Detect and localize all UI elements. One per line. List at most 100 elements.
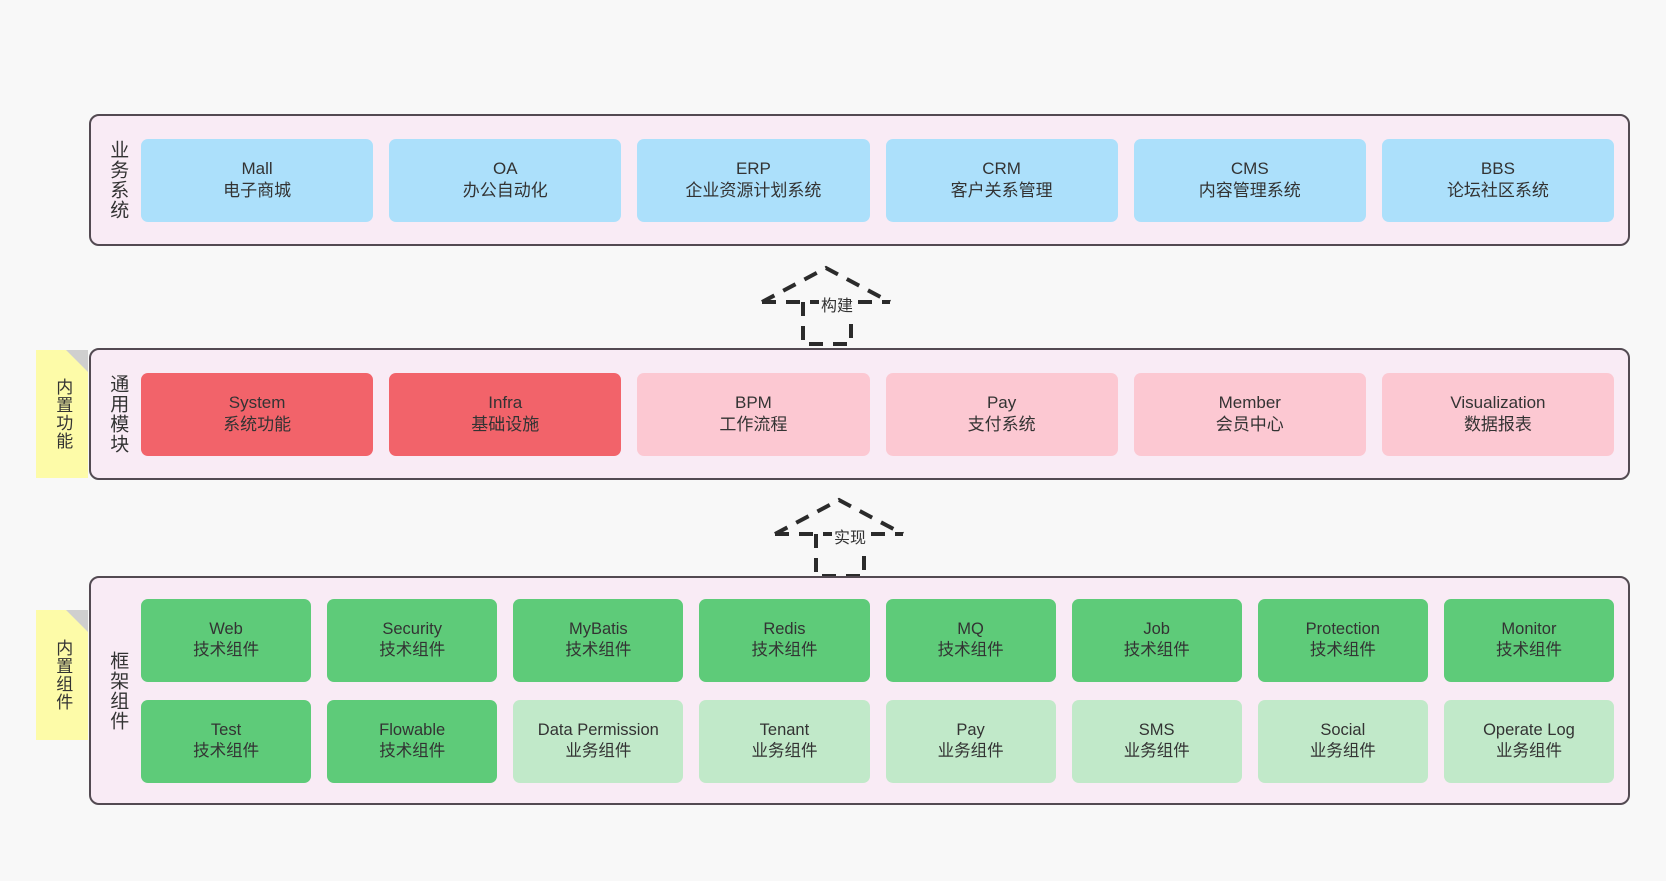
cell-operate-log[interactable]: Operate Log 业务组件 — [1443, 699, 1614, 783]
cell-security[interactable]: Security 技术组件 — [327, 598, 498, 682]
cell-title-en: SMS — [1138, 720, 1175, 739]
cell-sms[interactable]: SMS 业务组件 — [1071, 699, 1242, 783]
cell-title-en: Tenant — [759, 720, 810, 739]
cell-tenant[interactable]: Tenant 业务组件 — [699, 699, 870, 783]
cell-title-cn: 技术组件 — [1495, 641, 1562, 659]
sticky-note-built-in-components: 内置组件 — [36, 610, 88, 740]
cell-title-en: Social — [1320, 720, 1366, 739]
cell-title-cn: 技术组件 — [379, 641, 446, 659]
cell-row: System 系统功能 Infra 基础设施 BPM 工作流程 Pay 支付系统… — [141, 372, 1615, 456]
cell-title-en: MQ — [957, 619, 984, 638]
cell-title-en: ERP — [735, 159, 771, 179]
cell-title-en: Flowable — [379, 720, 446, 739]
cell-infra[interactable]: Infra 基础设施 — [389, 372, 622, 456]
cell-title-en: Test — [210, 720, 242, 739]
cell-bbs[interactable]: BBS 论坛社区系统 — [1381, 138, 1615, 222]
cell-mybatis[interactable]: MyBatis 技术组件 — [513, 598, 684, 682]
cell-title-en: Protection — [1305, 619, 1380, 638]
layer-title-business-systems: 业务系统 — [107, 140, 129, 220]
cell-title-en: Infra — [488, 393, 523, 413]
cell-title-cn: 业务组件 — [1123, 742, 1190, 760]
cell-cms[interactable]: CMS 内容管理系统 — [1133, 138, 1366, 222]
cell-title-cn: 支付系统 — [967, 415, 1036, 434]
cell-title-cn: 业务组件 — [565, 742, 632, 760]
cell-visualization[interactable]: Visualization 数据报表 — [1381, 372, 1615, 456]
folded-corner-icon — [66, 610, 88, 632]
layer-title-common-modules: 通用模块 — [107, 374, 129, 454]
cell-title-cn: 业务组件 — [1309, 742, 1376, 760]
cell-title-en: Pay — [986, 393, 1017, 413]
cell-title-cn: 技术组件 — [1123, 641, 1190, 659]
cell-oa[interactable]: OA 办公自动化 — [389, 138, 622, 222]
cell-flowable[interactable]: Flowable 技术组件 — [327, 699, 498, 783]
cell-job[interactable]: Job 技术组件 — [1071, 598, 1242, 682]
cell-title-en: Monitor — [1501, 619, 1557, 638]
cell-title-en: Security — [382, 619, 442, 638]
cell-monitor[interactable]: Monitor 技术组件 — [1443, 598, 1614, 682]
cell-title-cn: 客户关系管理 — [950, 181, 1053, 200]
cell-title-cn: 论坛社区系统 — [1446, 181, 1549, 200]
sticky-note-built-in-features: 内置功能 — [36, 350, 88, 478]
cell-crm[interactable]: CRM 客户关系管理 — [885, 138, 1118, 222]
sticky-note-label: 内置功能 — [53, 378, 73, 450]
dashed-generalization-arrow-icon — [774, 497, 904, 578]
cell-title-cn: 数据报表 — [1463, 415, 1532, 434]
folded-corner-icon — [66, 350, 88, 372]
cell-row: Mall 电子商城 OA 办公自动化 ERP 企业资源计划系统 CRM 客户关系… — [141, 138, 1615, 222]
cell-title-en: Data Permission — [537, 720, 659, 739]
cell-title-en: OA — [492, 159, 518, 179]
cell-title-cn: 技术组件 — [1309, 641, 1376, 659]
cell-title-en: CRM — [982, 159, 1021, 179]
layer-cells-common-modules: System 系统功能 Infra 基础设施 BPM 工作流程 Pay 支付系统… — [137, 350, 1628, 478]
cell-pay-business[interactable]: Pay 业务组件 — [885, 699, 1056, 783]
cell-erp[interactable]: ERP 企业资源计划系统 — [637, 138, 870, 222]
cell-title-cn: 电子商城 — [223, 181, 292, 200]
cell-title-en: Mall — [241, 159, 273, 179]
cell-title-en: Operate Log — [1483, 720, 1575, 739]
cell-title-en: MyBatis — [568, 619, 628, 638]
cell-title-en: Visualization — [1450, 393, 1546, 413]
layer-business-systems: 业务系统 Mall 电子商城 OA 办公自动化 ERP 企业资源计划系统 CRM… — [89, 114, 1630, 246]
arrow-label-build: 构建 — [819, 292, 856, 316]
cell-mq[interactable]: MQ 技术组件 — [885, 598, 1056, 682]
cell-title-en: Member — [1218, 393, 1281, 413]
cell-title-cn: 技术组件 — [193, 742, 260, 760]
cell-title-en: Pay — [956, 720, 985, 739]
cell-data-permission[interactable]: Data Permission 业务组件 — [513, 699, 684, 783]
cell-title-cn: 业务组件 — [1495, 742, 1562, 760]
cell-system[interactable]: System 系统功能 — [141, 372, 374, 456]
cell-title-en: Web — [209, 619, 243, 638]
cell-title-cn: 技术组件 — [565, 641, 632, 659]
cell-social[interactable]: Social 业务组件 — [1257, 699, 1428, 783]
dashed-generalization-arrow-icon — [761, 265, 891, 346]
cell-title-cn: 企业资源计划系统 — [685, 181, 822, 200]
cell-title-cn: 技术组件 — [937, 641, 1004, 659]
cell-mall[interactable]: Mall 电子商城 — [141, 138, 374, 222]
cell-redis[interactable]: Redis 技术组件 — [699, 598, 870, 682]
cell-pay[interactable]: Pay 支付系统 — [885, 372, 1118, 456]
cell-bpm[interactable]: BPM 工作流程 — [637, 372, 870, 456]
cell-web[interactable]: Web 技术组件 — [141, 598, 312, 682]
arrow-label-implement: 实现 — [832, 524, 869, 548]
cell-title-en: Redis — [763, 619, 806, 638]
cell-title-en: System — [228, 393, 286, 413]
layer-common-modules: 通用模块 System 系统功能 Infra 基础设施 BPM 工作流程 Pay… — [89, 348, 1630, 480]
cell-title-cn: 技术组件 — [379, 742, 446, 760]
cell-test[interactable]: Test 技术组件 — [141, 699, 312, 783]
cell-member[interactable]: Member 会员中心 — [1133, 372, 1366, 456]
arrow-implement: 实现 — [768, 490, 913, 580]
layer-cells-framework-components: Web 技术组件 Security 技术组件 MyBatis 技术组件 Redi… — [137, 578, 1628, 803]
cell-title-en: Job — [1143, 619, 1170, 638]
arrow-build: 构建 — [755, 258, 900, 348]
cell-title-cn: 技术组件 — [751, 641, 818, 659]
cell-title-cn: 业务组件 — [937, 742, 1004, 760]
layer-title-framework-components: 框架组件 — [107, 650, 129, 731]
cell-protection[interactable]: Protection 技术组件 — [1257, 598, 1428, 682]
cell-title-cn: 办公自动化 — [462, 181, 548, 200]
cell-title-en: BPM — [735, 393, 772, 413]
cell-row: Web 技术组件 Security 技术组件 MyBatis 技术组件 Redi… — [141, 598, 1614, 682]
layer-cells-business-systems: Mall 电子商城 OA 办公自动化 ERP 企业资源计划系统 CRM 客户关系… — [137, 116, 1628, 244]
cell-title-cn: 系统功能 — [223, 415, 292, 434]
sticky-note-label: 内置组件 — [53, 639, 73, 711]
layer-framework-components: 框架组件 Web 技术组件 Security 技术组件 MyBatis 技术组件… — [89, 576, 1630, 805]
